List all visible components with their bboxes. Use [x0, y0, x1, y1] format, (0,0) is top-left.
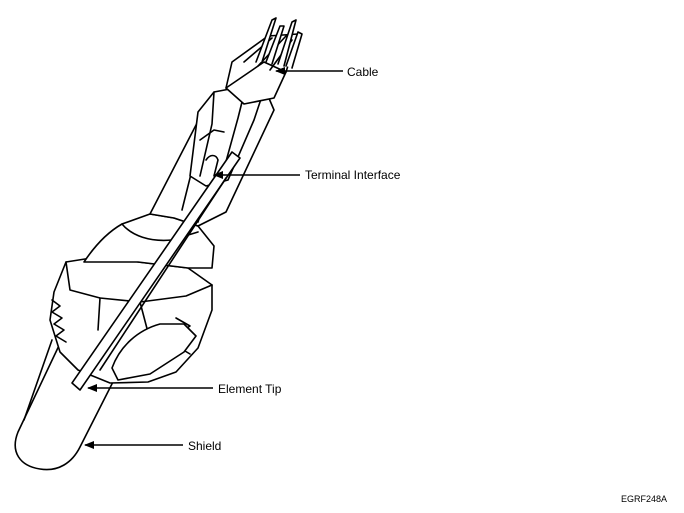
element-rod — [71, 151, 241, 391]
element-tip-label: Element Tip — [218, 382, 282, 396]
figure-code: EGRF248A — [621, 494, 668, 504]
ceramic-insert — [111, 323, 197, 381]
cable-wire-4 — [285, 31, 303, 69]
sensor-body — [14, 17, 303, 471]
cable-body — [225, 33, 299, 105]
cable-wire-3 — [277, 19, 297, 67]
terminal-block — [189, 85, 263, 187]
cable-label: Cable — [347, 65, 379, 79]
shield-label: Shield — [188, 439, 222, 453]
thread-teeth — [51, 299, 67, 343]
cable-wire-1 — [255, 17, 277, 63]
cable-wire-2 — [265, 25, 285, 65]
callout-leaders — [84, 67, 343, 449]
terminal-interface-label: Terminal Interface — [305, 168, 401, 182]
